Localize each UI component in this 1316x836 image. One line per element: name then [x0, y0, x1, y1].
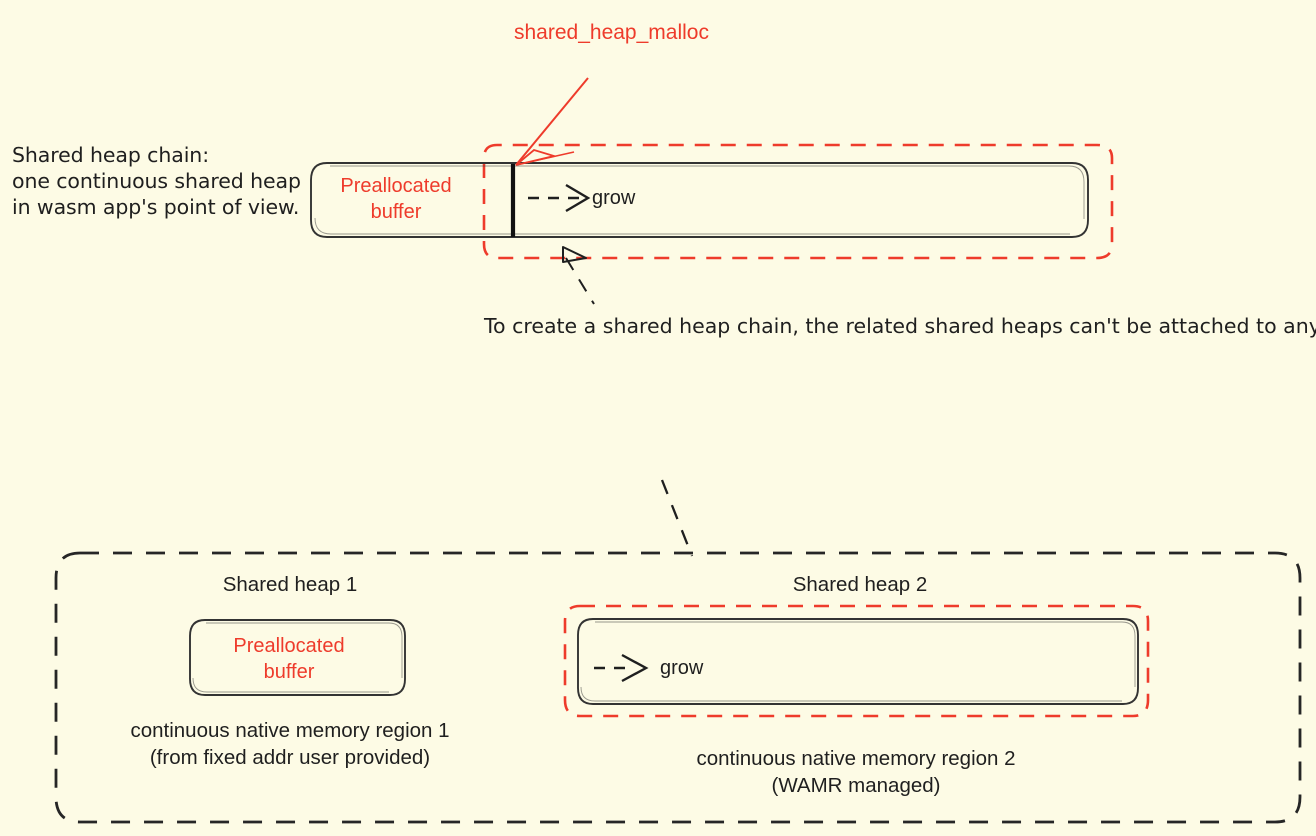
top-grow-label: grow [592, 187, 636, 209]
heap2-grow-label: grow [660, 657, 704, 679]
note-to-container-connector [660, 479, 694, 557]
shared-heap-2-title: Shared heap 2 [792, 573, 928, 596]
middle-note-arrow-head [562, 246, 587, 263]
heap2-red-dashed-region [563, 604, 1150, 718]
heap2-growable-box-sketch2 [580, 686, 1122, 702]
shared-heap-malloc-label: shared_heap_malloc [514, 21, 709, 44]
grow-arrow-head-top [565, 183, 591, 213]
middle-note-text: To create a shared heap chain, the relat… [484, 314, 1316, 338]
heap1-preallocated-buffer-label: Preallocated buffer [233, 635, 345, 683]
malloc-pointer-line [515, 77, 589, 166]
region-1-caption: continuous native memory region 1 (from … [130, 719, 450, 770]
left-note-text: Shared heap chain: one continuous shared… [12, 143, 301, 220]
middle-note-arrow-shaft [565, 257, 595, 305]
malloc-pointer-head [515, 148, 558, 166]
region-2-caption: continuous native memory region 2 (WAMR … [696, 747, 1016, 798]
shared-heap-1-title: Shared heap 1 [222, 573, 358, 596]
top-red-dashed-region [482, 143, 1114, 260]
malloc-pointer-barb [515, 151, 575, 166]
top-preallocated-buffer-label: Preallocated buffer [340, 175, 452, 223]
grow-arrow-head-bottom [621, 653, 649, 683]
